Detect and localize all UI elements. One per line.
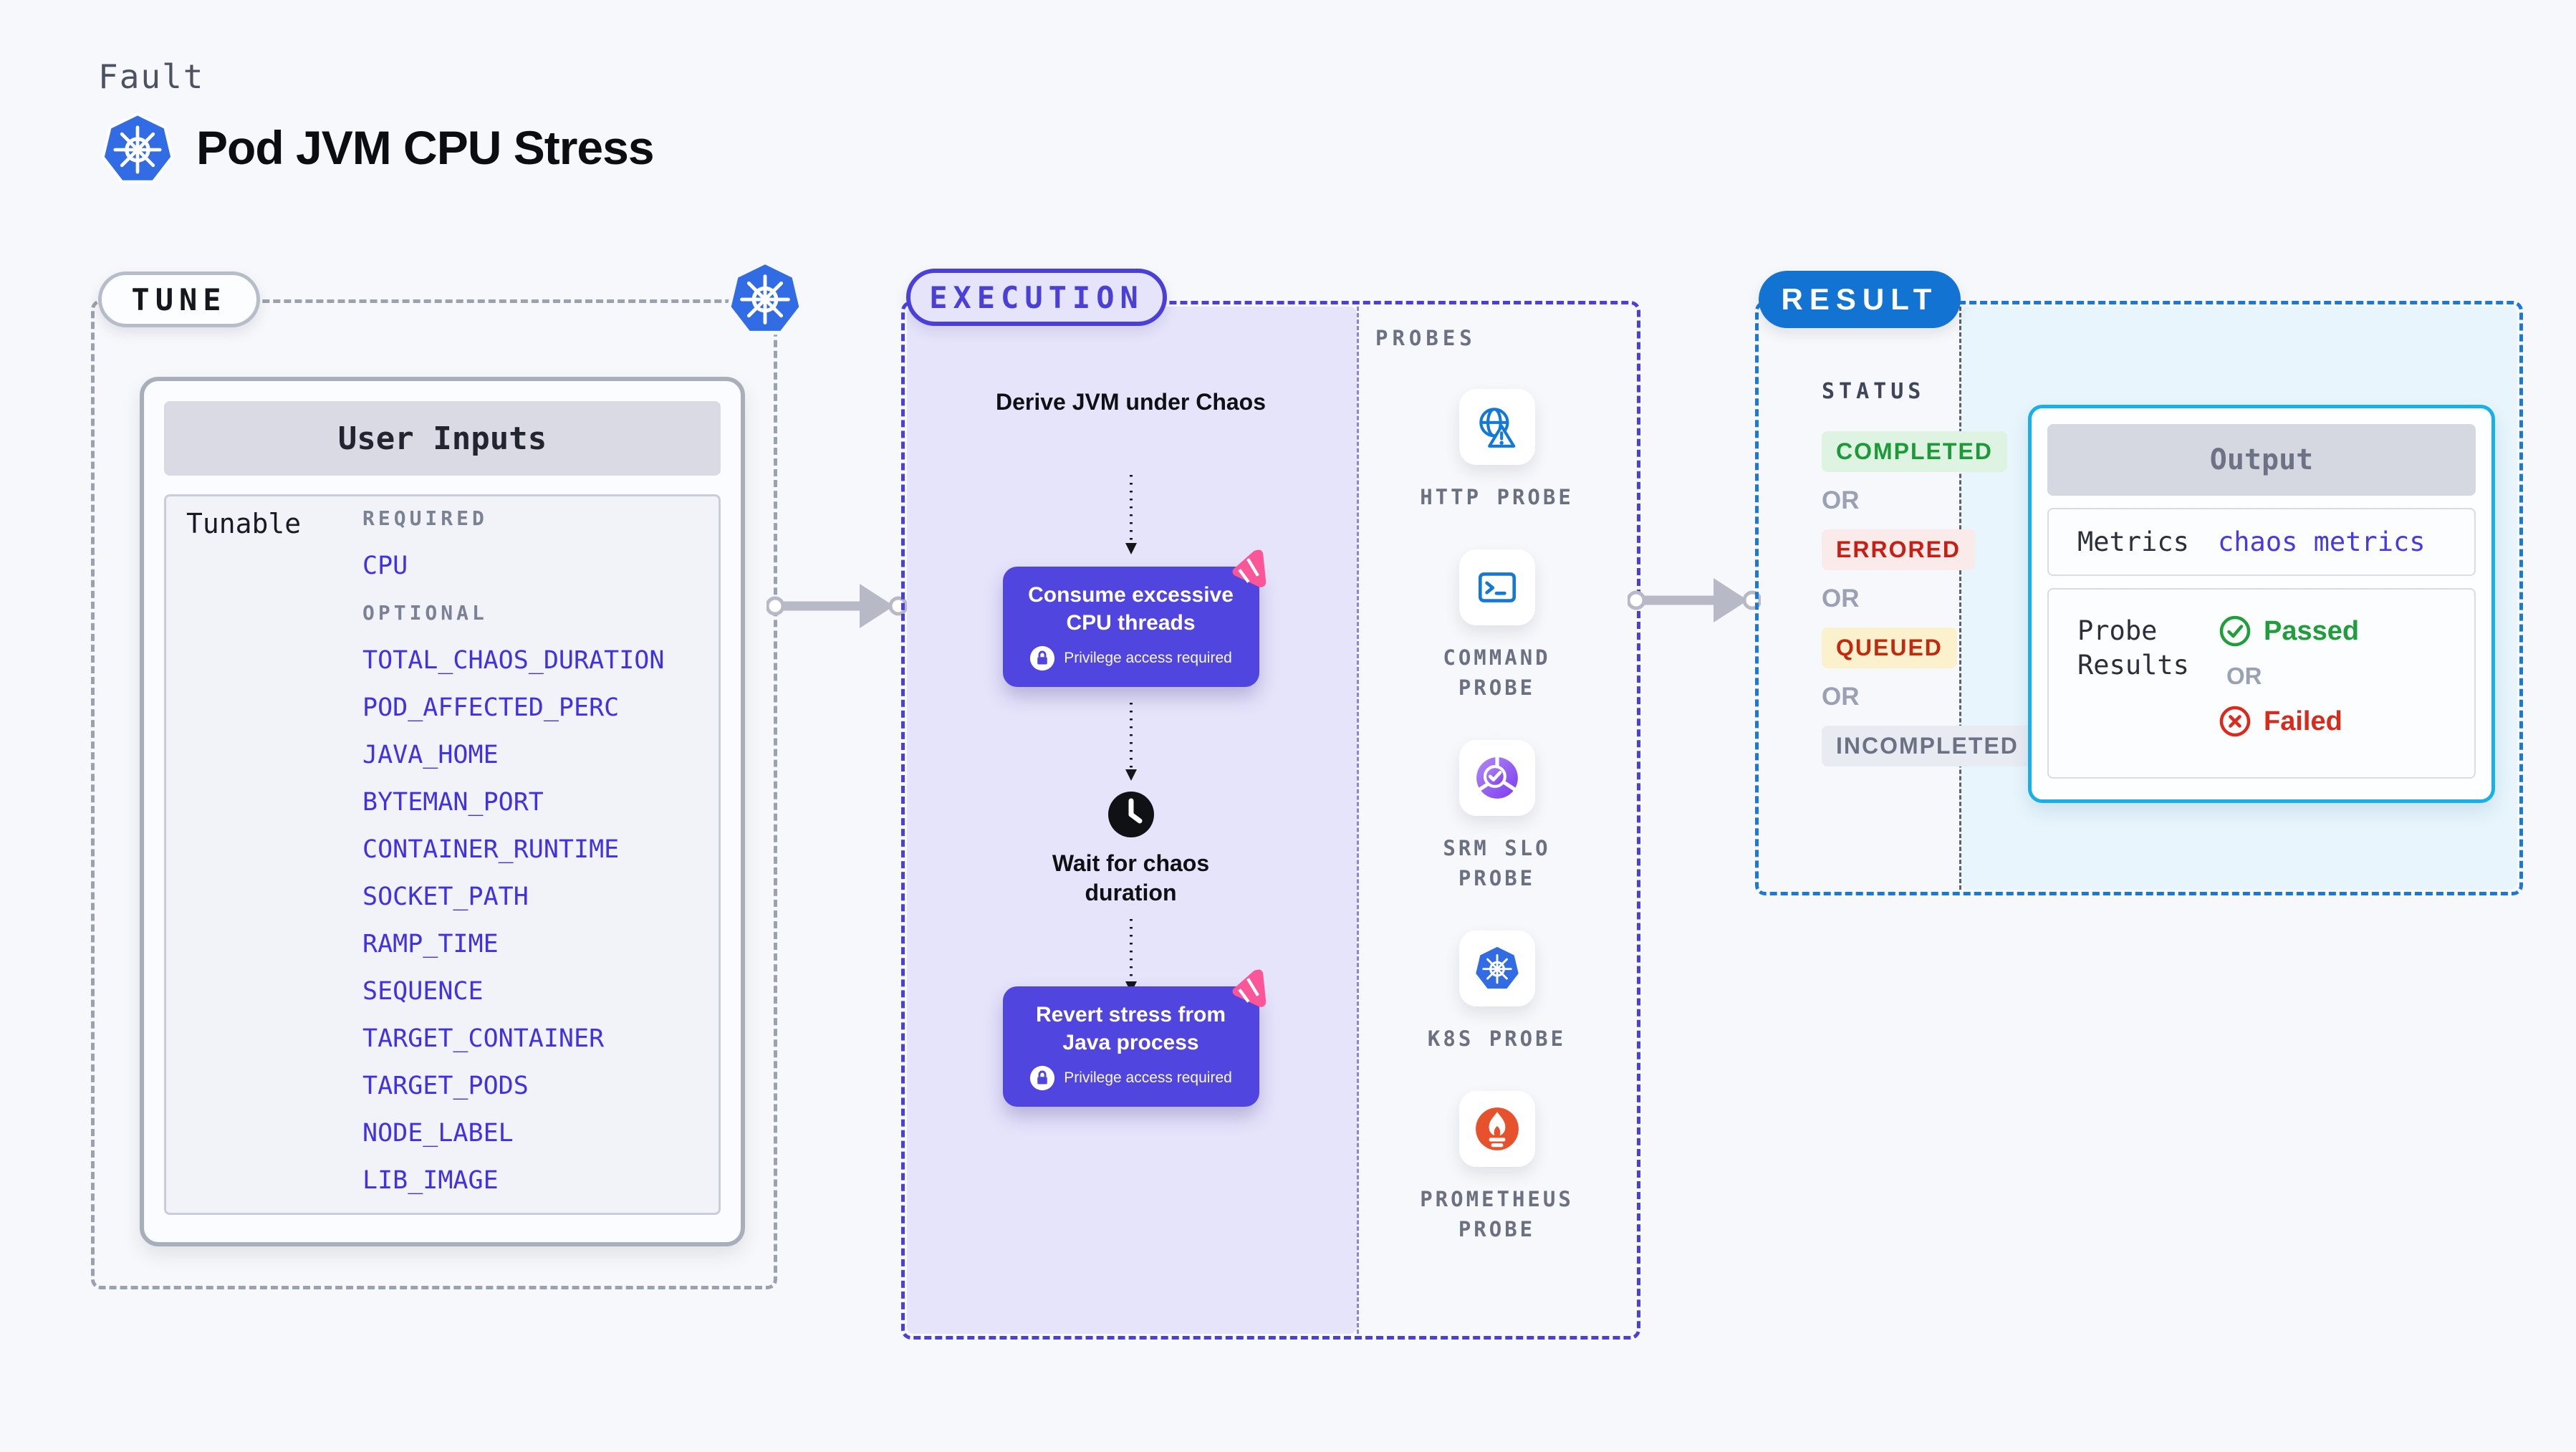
dotted-arrow-icon	[1125, 703, 1137, 781]
or-label: OR	[2226, 663, 2262, 689]
probe-tile	[1458, 740, 1535, 816]
param-item: TARGET_PODS	[362, 1072, 529, 1100]
probe-item: K8S PROBE	[1400, 931, 1594, 1054]
prometheus-flame-icon	[1475, 1107, 1519, 1150]
param-item: TOTAL_CHAOS_DURATION	[362, 646, 665, 675]
output-header: Output	[2047, 424, 2476, 496]
fault-kicker: Fault	[98, 57, 205, 96]
param-item: CONTAINER_RUNTIME	[362, 835, 620, 864]
page-title: Pod JVM CPU Stress	[196, 121, 655, 174]
execution-steps: Derive JVM under Chaos Consume excessive…	[905, 304, 1357, 1336]
param-item: RAMP_TIME	[362, 930, 499, 958]
slo-donut-check-icon	[1476, 756, 1518, 799]
probe-item: HTTP PROBE	[1400, 389, 1594, 512]
status-badge-errored: ERRORED	[1822, 529, 1976, 570]
param-item: POD_AFFECTED_PERC	[362, 693, 620, 722]
param-item: LIB_IMAGE	[362, 1166, 499, 1195]
probes-column: PROBES	[1357, 304, 1637, 1336]
metrics-label: Metrics	[2077, 526, 2189, 557]
param-item: JAVA_HOME	[362, 741, 499, 769]
passed-line: Passed	[2218, 614, 2359, 648]
output-card: Output Metrics chaos metrics Probe Resul…	[2028, 405, 2495, 803]
status-column: STATUS COMPLETED OR ERRORED OR QUEUED OR…	[1822, 379, 2033, 766]
param-item: BYTEMAN_PORT	[362, 788, 544, 817]
probe-tile	[1458, 1091, 1535, 1167]
globe-warning-icon	[1479, 408, 1515, 448]
probe-name: HTTP PROBE	[1420, 485, 1574, 509]
privilege-chip-label: Privilege access required	[1064, 1069, 1232, 1086]
metrics-value: chaos metrics	[2218, 527, 2426, 557]
param-item: NODE_LABEL	[362, 1119, 514, 1148]
status-badge-queued: QUEUED	[1822, 628, 1957, 668]
tunable-label: Tunable	[186, 508, 302, 539]
result-pill: RESULT	[1759, 271, 1961, 328]
probe-tile	[1458, 931, 1535, 1006]
terminal-icon	[1478, 572, 1516, 602]
lock-icon	[1030, 1065, 1055, 1091]
required-group-label: REQUIRED	[362, 506, 488, 530]
failed-line: Failed	[2218, 704, 2359, 739]
probe-tile	[1458, 389, 1535, 465]
or-label: OR	[1822, 683, 1860, 711]
dotted-arrow-icon	[1125, 475, 1137, 554]
probe-name: SRM SLO PROBE	[1443, 836, 1551, 890]
passed-label: Passed	[2264, 615, 2360, 646]
kubernetes-logo	[101, 112, 174, 183]
tune-pill: TUNE	[98, 271, 260, 327]
probes-label: PROBES	[1375, 326, 1476, 350]
probe-item: PROMETHEUS PROBE	[1400, 1091, 1594, 1244]
probe-results-label: Probe Results	[2077, 615, 2189, 681]
step-revert-card: Revert stress from Java process Privileg…	[1002, 969, 1266, 1107]
optional-group-label: OPTIONAL	[362, 601, 488, 625]
execution-section: EXECUTION Derive JVM under Chaos Consume…	[901, 269, 1640, 1340]
probe-item: COMMAND PROBE	[1400, 549, 1594, 703]
execution-probes-divider	[1357, 307, 1359, 1334]
status-badge-incompleted: INCOMPLETED	[1822, 726, 2033, 766]
step-consume-card: Consume excessive CPU threads Privilege …	[1002, 549, 1266, 687]
flow-arrow-tune-to-execution	[766, 584, 907, 628]
privilege-chip: Privilege access required	[1017, 645, 1245, 671]
lock-icon	[1030, 645, 1055, 671]
status-output-divider	[1959, 307, 1961, 890]
status-badge-completed: COMPLETED	[1822, 431, 2007, 472]
flow-arrow-execution-to-result	[1628, 578, 1761, 622]
metrics-row: Metrics chaos metrics	[2047, 508, 2476, 576]
failed-label: Failed	[2264, 706, 2342, 736]
probe-tile	[1458, 549, 1535, 625]
tune-section: TUNE User Inputs Tunable REQUIRED CPU OP…	[91, 260, 803, 1289]
user-inputs-card: User Inputs Tunable REQUIRED CPU OPTIONA…	[140, 377, 745, 1246]
dotted-arrow-icon	[1125, 919, 1137, 993]
or-label: OR	[1822, 486, 1860, 514]
check-circle-icon	[2219, 615, 2251, 647]
probe-results-row: Probe Results Passed OR	[2047, 588, 2476, 779]
privilege-chip-label: Privilege access required	[1064, 650, 1232, 666]
parameter-column: REQUIRED CPU OPTIONAL TOTAL_CHAOS_DURATI…	[362, 504, 719, 1196]
param-item: TARGET_CONTAINER	[362, 1024, 605, 1053]
param-item: SEQUENCE	[362, 977, 484, 1006]
chaos-pinwheel-icon	[1232, 969, 1266, 1007]
probe-name: COMMAND PROBE	[1443, 645, 1551, 700]
step-wait-label: Wait for chaos duration	[1052, 850, 1210, 905]
privilege-chip: Privilege access required	[1017, 1065, 1245, 1091]
x-circle-icon	[2219, 706, 2251, 737]
result-section: RESULT STATUS COMPLETED OR ERRORED OR QU…	[1755, 271, 2523, 895]
probe-name: PROMETHEUS PROBE	[1420, 1187, 1574, 1241]
kubernetes-icon	[727, 260, 803, 335]
user-inputs-header: User Inputs	[164, 401, 721, 476]
step-consume-label: Consume excessive CPU threads	[1028, 583, 1234, 635]
chaos-pinwheel-icon	[1232, 549, 1266, 587]
probe-name: K8S PROBE	[1427, 1027, 1567, 1051]
probe-item: SRM SLO PROBE	[1400, 740, 1594, 893]
or-label: OR	[1822, 585, 1860, 612]
execution-pill: EXECUTION	[906, 269, 1167, 326]
step-revert-label: Revert stress from Java process	[1035, 1003, 1226, 1054]
user-inputs-list: Tunable REQUIRED CPU OPTIONAL TOTAL_CHAO…	[164, 494, 721, 1215]
kubernetes-icon	[1475, 946, 1519, 989]
param-item: SOCKET_PATH	[362, 883, 529, 911]
status-label: STATUS	[1822, 379, 1926, 404]
clock-icon	[1107, 792, 1154, 837]
step-derive-label: Derive JVM under Chaos	[996, 389, 1266, 415]
param-item: CPU	[362, 552, 408, 580]
